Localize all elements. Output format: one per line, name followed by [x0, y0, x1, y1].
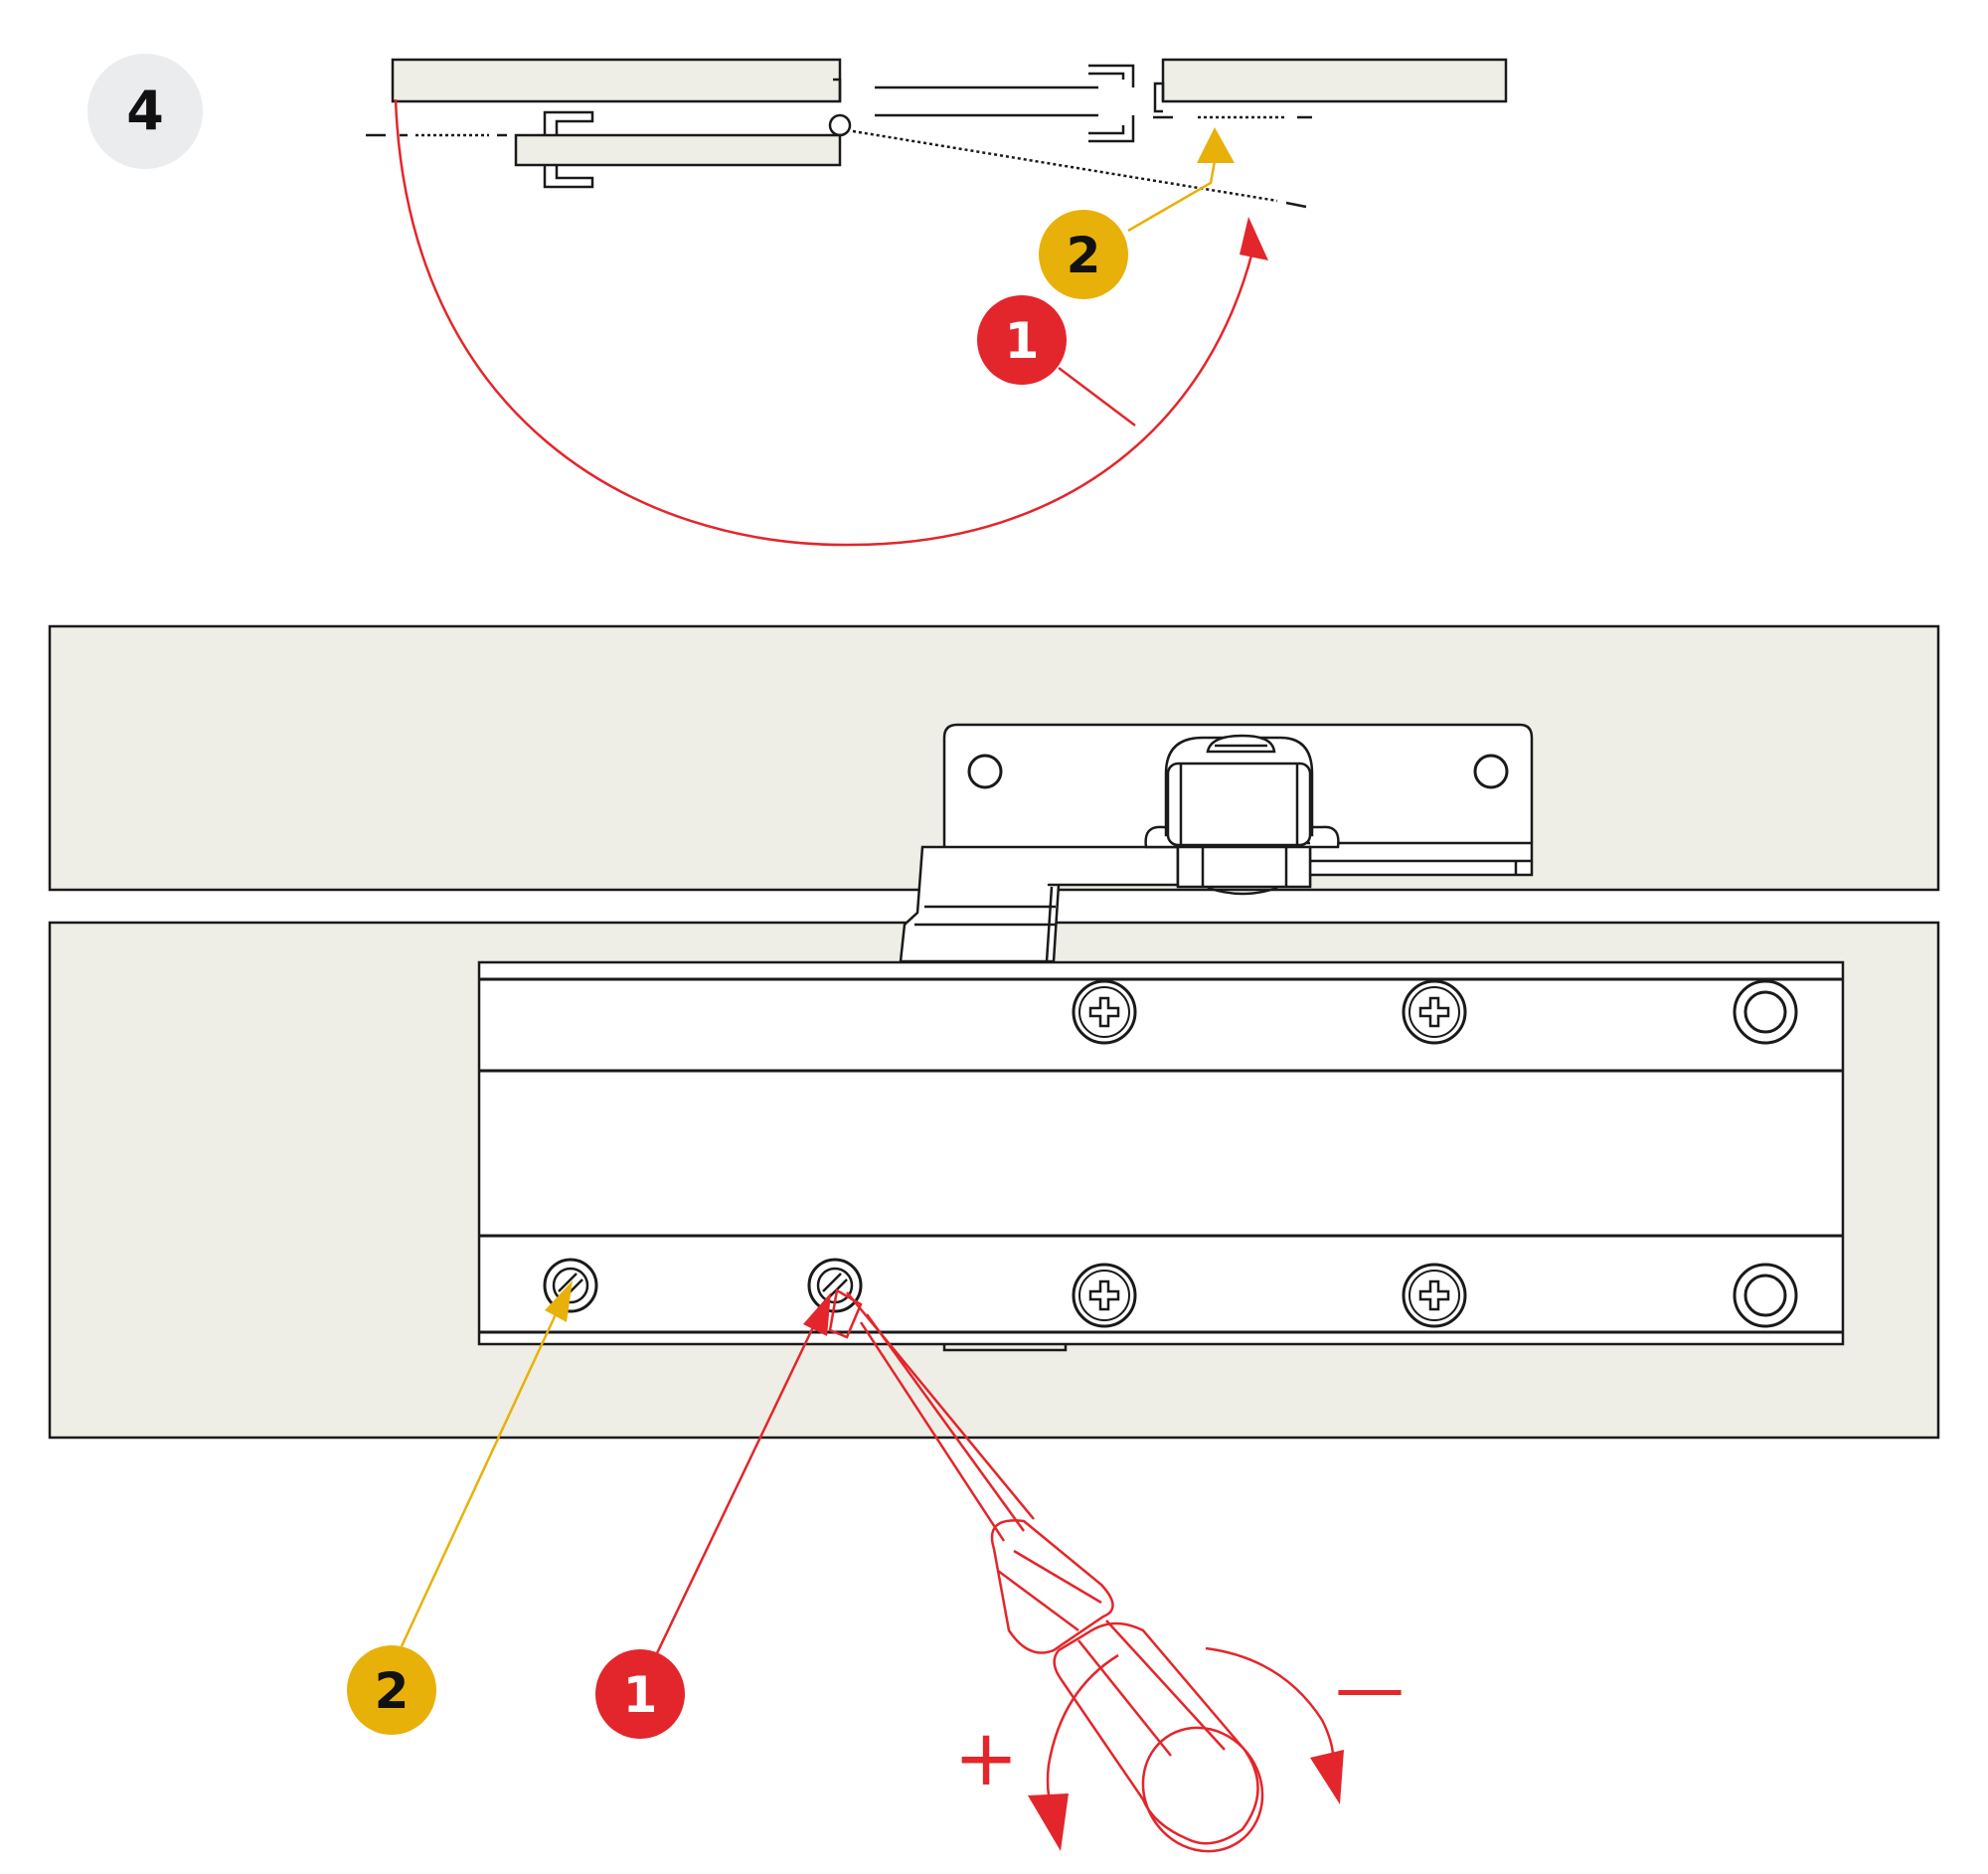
rotation-arrow-icon: [1028, 1646, 1344, 1851]
end-cap-screw-top: [1733, 979, 1798, 1045]
phillips-screw-icon: [1402, 979, 1467, 1045]
slide-block-top: [1088, 64, 1135, 87]
slide-block-roller: [1144, 734, 1340, 896]
callout-1-front: 1: [595, 1649, 685, 1739]
closing-speed-leader: [1058, 367, 1136, 426]
frame-rebate: [833, 78, 1165, 113]
callout-2-top: 2: [1039, 210, 1128, 299]
svg-text:1: 1: [623, 1666, 658, 1724]
bracket-mount-hole-left: [967, 754, 1003, 789]
svg-text:+: +: [953, 1714, 1018, 1803]
phillips-screw-icon: [1072, 979, 1137, 1045]
phillips-screw-icon: [1072, 1263, 1137, 1328]
latch-speed-arrow-head: [1197, 127, 1235, 163]
step-badge: 4: [87, 54, 203, 169]
frame-wall-left: [391, 58, 842, 103]
svg-text:—: —: [1335, 1647, 1405, 1729]
closing-speed-valve-arrow: [803, 1292, 831, 1336]
top-view-door-swing: 2 1: [366, 58, 1508, 547]
door-open-position-end: [1285, 201, 1307, 209]
svg-text:2: 2: [375, 1662, 410, 1720]
svg-text:1: 1: [1005, 312, 1040, 370]
hinge-pivot: [828, 113, 852, 137]
bracket-mount-hole-right: [1473, 754, 1509, 789]
closing-speed-arc: [394, 98, 1256, 547]
screwdriver-icon: [828, 1288, 1264, 1853]
callout-2-front: 2: [347, 1645, 436, 1735]
phillips-screw-icon: [1402, 1263, 1467, 1328]
adjust-sign-minus: —: [1335, 1647, 1405, 1729]
step-badge-circle: [87, 54, 203, 169]
slide-block-bottom: [1088, 115, 1135, 143]
front-view: [48, 624, 1940, 1440]
latch-speed-valve-leader: [400, 1311, 559, 1647]
end-cap-screw-bottom: [1733, 1263, 1798, 1328]
adjustment-valve-icon: [807, 1258, 863, 1313]
frame-wall-right: [1161, 58, 1508, 103]
latch-speed-valve-arrow: [545, 1280, 573, 1322]
closing-speed-valve-leader: [654, 1326, 815, 1656]
adjust-sign-plus: +: [953, 1714, 1018, 1803]
latch-speed-leader: [1127, 160, 1217, 233]
door-leaf-top-view: [514, 133, 842, 167]
callout-1-top: 1: [977, 295, 1067, 385]
closing-speed-arrow-head: [1240, 217, 1268, 260]
closer-arm: [899, 845, 1180, 963]
guide-rail-top-view: [875, 85, 1098, 117]
step-number: 4: [126, 80, 164, 142]
door-open-position-line: [852, 129, 1278, 203]
closer-body-top-view: [543, 110, 594, 189]
door-closer-body: [477, 960, 1845, 1352]
svg-text:2: 2: [1067, 227, 1101, 284]
